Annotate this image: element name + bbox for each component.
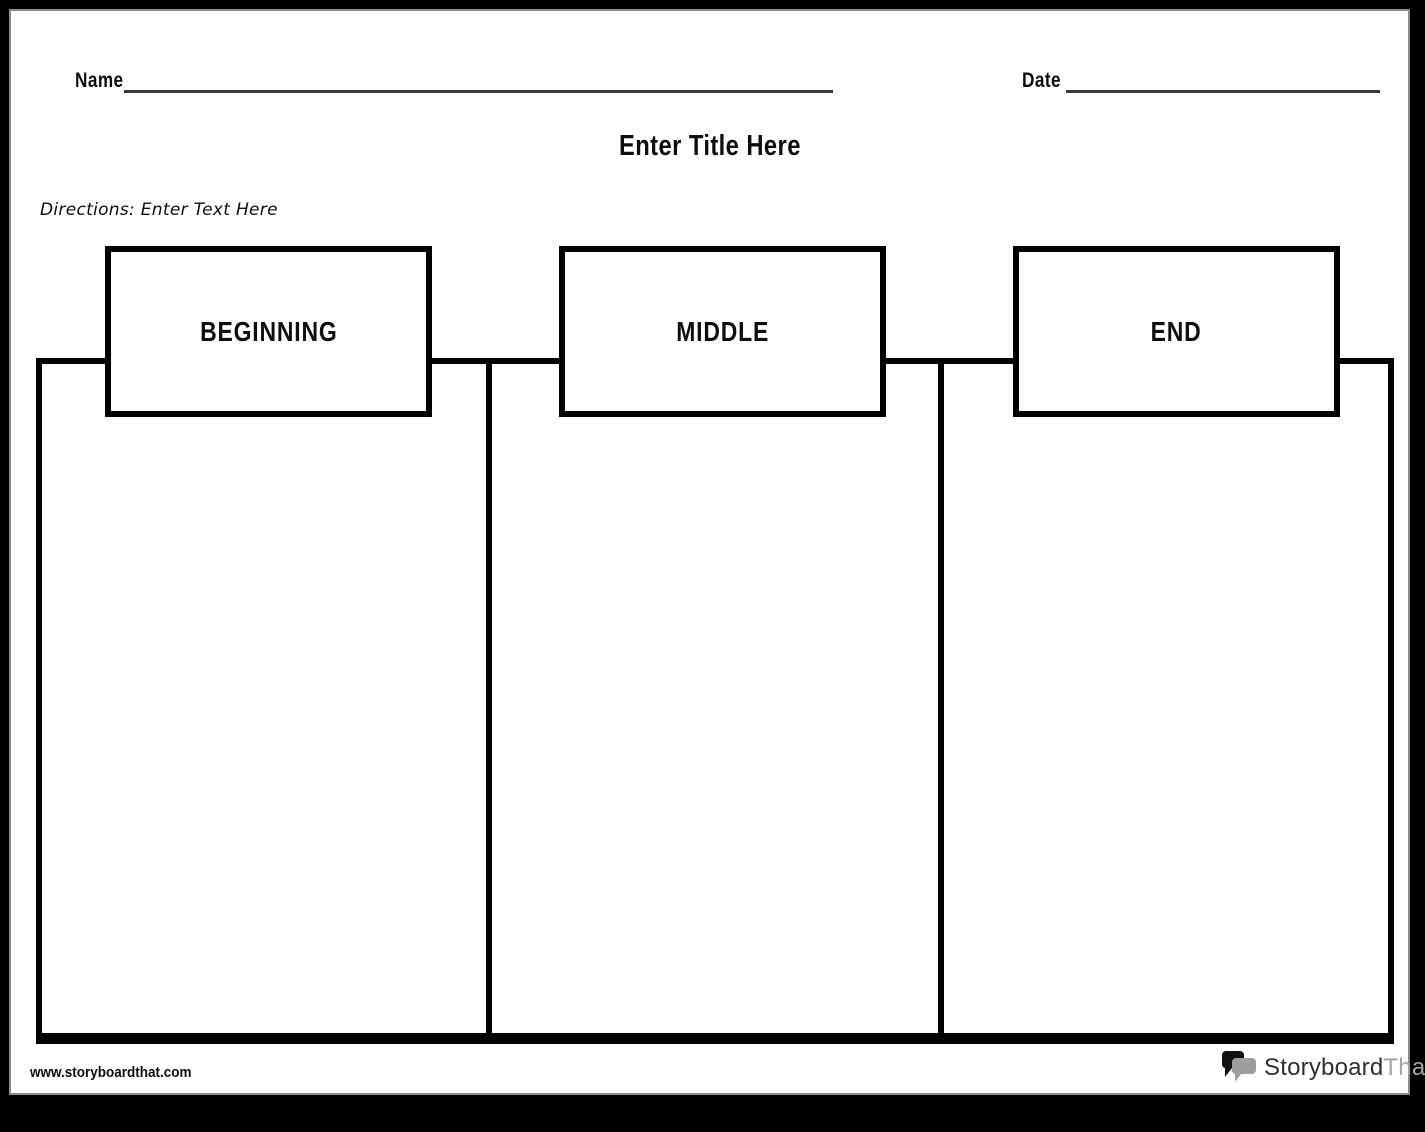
organizer-table [36, 358, 1394, 1044]
directions-text[interactable]: Directions: Enter Text Here [40, 200, 278, 220]
date-label: Date [1022, 69, 1070, 93]
worksheet-page: Name Date Enter Title Here Directions: E… [11, 11, 1425, 1093]
end-header-box: END [1013, 246, 1340, 417]
column-divider [938, 364, 944, 1033]
beginning-header-box: BEGINNING [105, 246, 432, 417]
date-writing-line[interactable] [1066, 90, 1380, 93]
beginning-label[interactable]: BEGINNING [199, 315, 338, 347]
name-writing-line[interactable] [124, 90, 833, 93]
end-writing-area[interactable] [944, 364, 1388, 1033]
date-label-text: Date [1022, 69, 1061, 92]
beginning-writing-area[interactable] [42, 364, 486, 1033]
middle-writing-area[interactable] [492, 364, 938, 1033]
logo-text-primary: Storyboard [1264, 1053, 1384, 1081]
logo-wordmark: StoryboardThat [1264, 1054, 1425, 1082]
logo-text-secondary: That [1383, 1053, 1425, 1081]
storyboardthat-logo: StoryboardThat [1221, 1050, 1425, 1085]
middle-header-box: MIDDLE [559, 246, 886, 417]
page-title: Enter Title Here [11, 130, 1408, 163]
speech-bubbles-icon [1221, 1051, 1256, 1082]
column-divider [486, 364, 492, 1033]
name-label-text: Name [75, 69, 124, 92]
page-title-text[interactable]: Enter Title Here [618, 130, 801, 162]
end-label[interactable]: END [1151, 315, 1202, 347]
website-url: www.storyboardthat.com [30, 1064, 209, 1081]
name-label: Name [75, 69, 134, 93]
middle-label[interactable]: MIDDLE [676, 315, 769, 347]
website-url-text: www.storyboardthat.com [30, 1064, 192, 1081]
